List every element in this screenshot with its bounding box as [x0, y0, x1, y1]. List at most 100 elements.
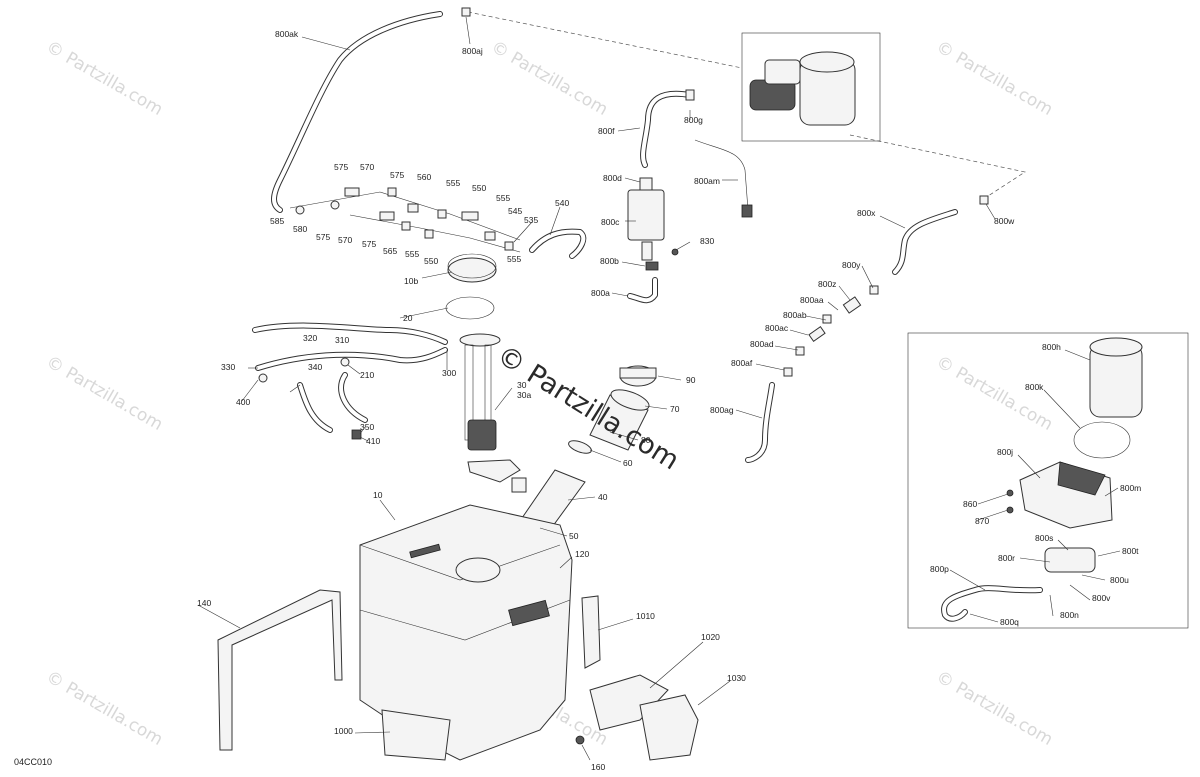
clip-400 [258, 373, 268, 383]
label-800u: 800u [1110, 575, 1129, 585]
label-90: 90 [686, 375, 696, 385]
label-20: 20 [403, 313, 413, 323]
label-560: 560 [417, 172, 431, 182]
label-800v: 800v [1092, 593, 1111, 603]
fitting-410 [351, 429, 362, 440]
leader-lines [197, 16, 1121, 761]
label-800j: 800j [997, 447, 1013, 457]
fuel-pump-assembly-30 [459, 333, 521, 483]
wire-800am [694, 139, 749, 211]
bolt-870 [1006, 506, 1014, 514]
canister-dashed-leader [467, 11, 743, 69]
label-340: 340 [308, 362, 322, 372]
filler-cap-90 [619, 365, 657, 387]
label-800y: 800y [842, 260, 861, 270]
label-870: 870 [975, 516, 989, 526]
heat-shield-1010 [581, 595, 601, 669]
clamp-60 [568, 440, 592, 454]
pump-800s [1044, 547, 1096, 573]
label-575: 575 [362, 239, 376, 249]
label-1020: 1020 [701, 632, 720, 642]
label-320: 320 [303, 333, 317, 343]
watermark: © Partzilla.com [488, 37, 612, 120]
label-140: 140 [197, 598, 211, 608]
label-800a: 800a [591, 288, 610, 298]
label-550: 550 [424, 256, 438, 266]
label-800ak: 800ak [275, 29, 299, 39]
label-800ab: 800ab [783, 310, 807, 320]
label-555: 555 [446, 178, 460, 188]
charcoal-canister [749, 51, 856, 126]
label-350: 350 [360, 422, 374, 432]
label-570: 570 [360, 162, 374, 172]
label-800m: 800m [1120, 483, 1141, 493]
watermark: © Partzilla.com [43, 352, 167, 435]
label-310: 310 [335, 335, 349, 345]
label-585: 585 [270, 216, 284, 226]
label-10: 10 [373, 490, 383, 500]
label-800ag: 800ag [710, 405, 734, 415]
label-800ac: 800ac [765, 323, 789, 333]
label-800g: 800g [684, 115, 703, 125]
connector-800w [979, 195, 989, 205]
label-30a: 30a [517, 390, 531, 400]
label-800c: 800c [601, 217, 620, 227]
label-50: 50 [569, 531, 579, 541]
label-80: 80 [641, 435, 651, 445]
label-120: 120 [575, 549, 589, 559]
label-830: 830 [700, 236, 714, 246]
fuel-filter-800c [627, 189, 665, 241]
label-800d: 800d [603, 173, 622, 183]
label-570: 570 [338, 235, 352, 245]
heat-shield-1030 [639, 694, 699, 761]
canister-inset-box [741, 32, 881, 142]
label-565: 565 [383, 246, 397, 256]
label-575: 575 [334, 162, 348, 172]
strap-800k [1073, 421, 1131, 459]
label-300: 300 [442, 368, 456, 378]
label-210: 210 [360, 370, 374, 380]
label-800x: 800x [857, 208, 876, 218]
bolt-830 [671, 248, 679, 256]
watermark: © Partzilla.com [933, 37, 1057, 120]
label-575: 575 [390, 170, 404, 180]
label-30: 30 [517, 380, 527, 390]
label-410: 410 [366, 436, 380, 446]
hose-800p [941, 585, 1043, 622]
gasket-20 [445, 296, 495, 320]
part-labels: 800ak 800aj 800f 800g 800am 800d 800c 83… [197, 29, 1141, 772]
label-800s: 800s [1035, 533, 1053, 543]
bolt-860 [1006, 489, 1014, 497]
filler-neck-70 [589, 389, 650, 451]
fitting-800g [685, 89, 695, 101]
lock-ring-10b [447, 257, 497, 283]
watermark: © Partzilla.com [43, 667, 167, 750]
label-800t: 800t [1122, 546, 1139, 556]
hose-340 [297, 382, 333, 433]
label-1000: 1000 [334, 726, 353, 736]
watermark: © Partzilla.com [43, 37, 167, 120]
label-545: 545 [508, 206, 522, 216]
connector-800am [741, 204, 753, 218]
label-555: 555 [507, 254, 521, 264]
watermark: © Partzilla.com [933, 352, 1057, 435]
label-535: 535 [524, 215, 538, 225]
clip-210 [340, 357, 350, 367]
label-860: 860 [963, 499, 977, 509]
label-10b: 10b [404, 276, 418, 286]
tank-strap-140 [217, 589, 343, 751]
label-555: 555 [405, 249, 419, 259]
label-800k: 800k [1025, 382, 1044, 392]
label-800b: 800b [600, 256, 619, 266]
label-800am: 800am [694, 176, 720, 186]
label-40: 40 [598, 492, 608, 502]
label-550: 550 [472, 183, 486, 193]
label-1010: 1010 [636, 611, 655, 621]
canister-800h [1089, 337, 1143, 418]
connector-800aj [461, 7, 471, 17]
label-800aj: 800aj [462, 46, 483, 56]
label-60: 60 [623, 458, 633, 468]
label-160: 160 [591, 762, 605, 772]
label-800ad: 800ad [750, 339, 774, 349]
label-800q: 800q [1000, 617, 1019, 627]
